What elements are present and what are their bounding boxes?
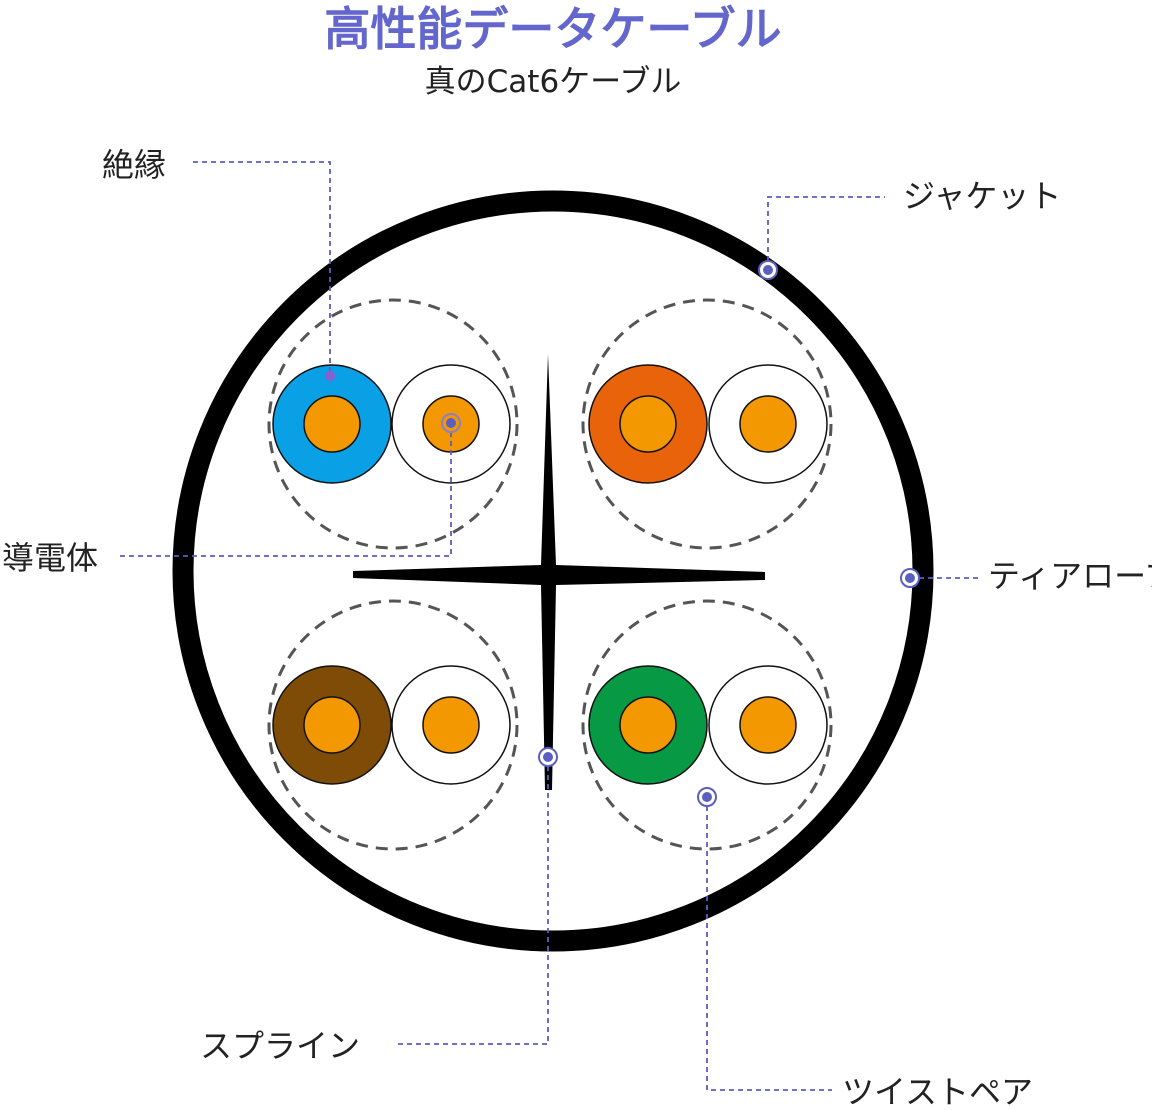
label-jacket: ジャケット xyxy=(903,177,1061,215)
label-insulation: 絶縁 xyxy=(102,146,166,184)
spline-cross xyxy=(353,354,765,790)
conductor xyxy=(303,395,361,453)
marker-dots xyxy=(325,260,920,807)
label-conductor: 導電体 xyxy=(2,539,98,577)
conductor xyxy=(619,696,677,754)
title: 高性能データケーブル xyxy=(324,2,781,56)
label-tear-rope: ティアロープ xyxy=(988,557,1152,595)
leader-lines xyxy=(120,161,982,1091)
pair-boundary-orange xyxy=(581,298,833,550)
pair-boundary-green xyxy=(581,599,833,851)
pair-boundary-brown xyxy=(267,599,519,851)
subtitle: 真のCat6ケーブル xyxy=(425,64,682,100)
conductor xyxy=(422,696,480,754)
conductor xyxy=(619,395,677,453)
conductor xyxy=(739,395,797,453)
conductor xyxy=(739,696,797,754)
conductor xyxy=(303,696,361,754)
label-twisted-pair: ツイストペア xyxy=(842,1073,1033,1110)
label-spline: スプライン xyxy=(200,1027,360,1065)
pair-boundary-blue xyxy=(267,298,519,550)
